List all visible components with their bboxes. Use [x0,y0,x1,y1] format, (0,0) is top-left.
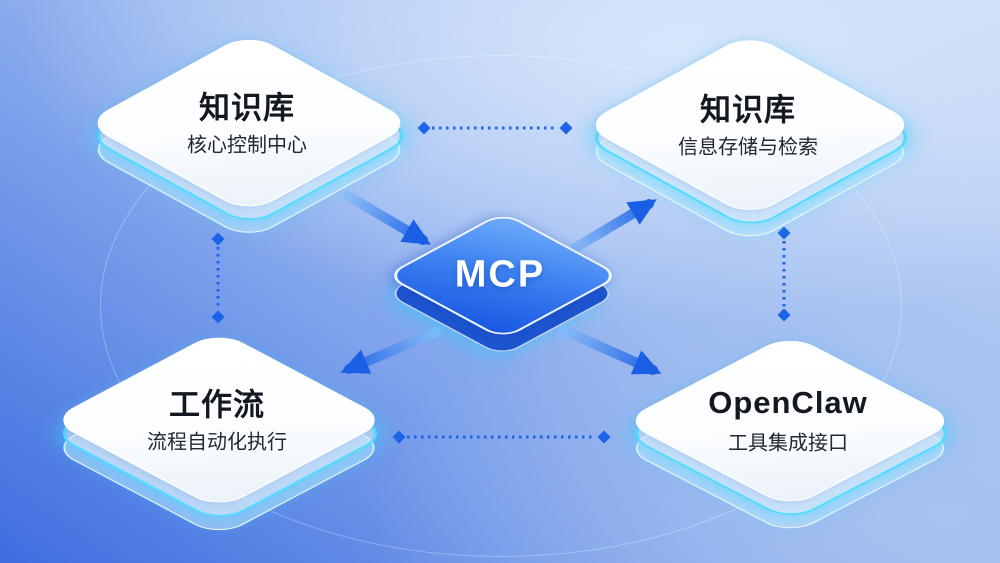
node-subtitle: 核心控制中心 [187,134,307,157]
arrow-center-to-topright [570,199,657,253]
node-subtitle: 工具集成接口 [728,432,848,455]
node-subtitle: 流程自动化执行 [147,431,287,454]
node-subtitle: 信息存储与检索 [678,136,818,159]
diamond-endpoint [777,308,791,322]
diamond-endpoint [211,232,225,246]
diamond-endpoint [559,121,573,135]
dotted-link-right [777,226,791,322]
diamond-endpoint [777,226,791,240]
dotted-link-left [211,232,225,324]
diamond-endpoint [597,430,611,444]
diamond-endpoint [211,310,225,324]
diamond-endpoint [392,430,406,444]
node-title: 工作流 [169,387,265,423]
arrow-center-to-bottomright [558,325,662,375]
center-node-label: MCP [454,253,546,296]
diamond-endpoint [417,121,431,135]
node-title: 知识库 [700,92,796,128]
arrow-topleft-to-center [343,191,432,245]
dotted-link-bottom [392,430,611,444]
node-title: 知识库 [199,90,295,126]
dotted-link-top [417,121,573,135]
arrow-center-to-bottomleft [340,327,441,374]
node-title: OpenClaw [708,385,868,420]
